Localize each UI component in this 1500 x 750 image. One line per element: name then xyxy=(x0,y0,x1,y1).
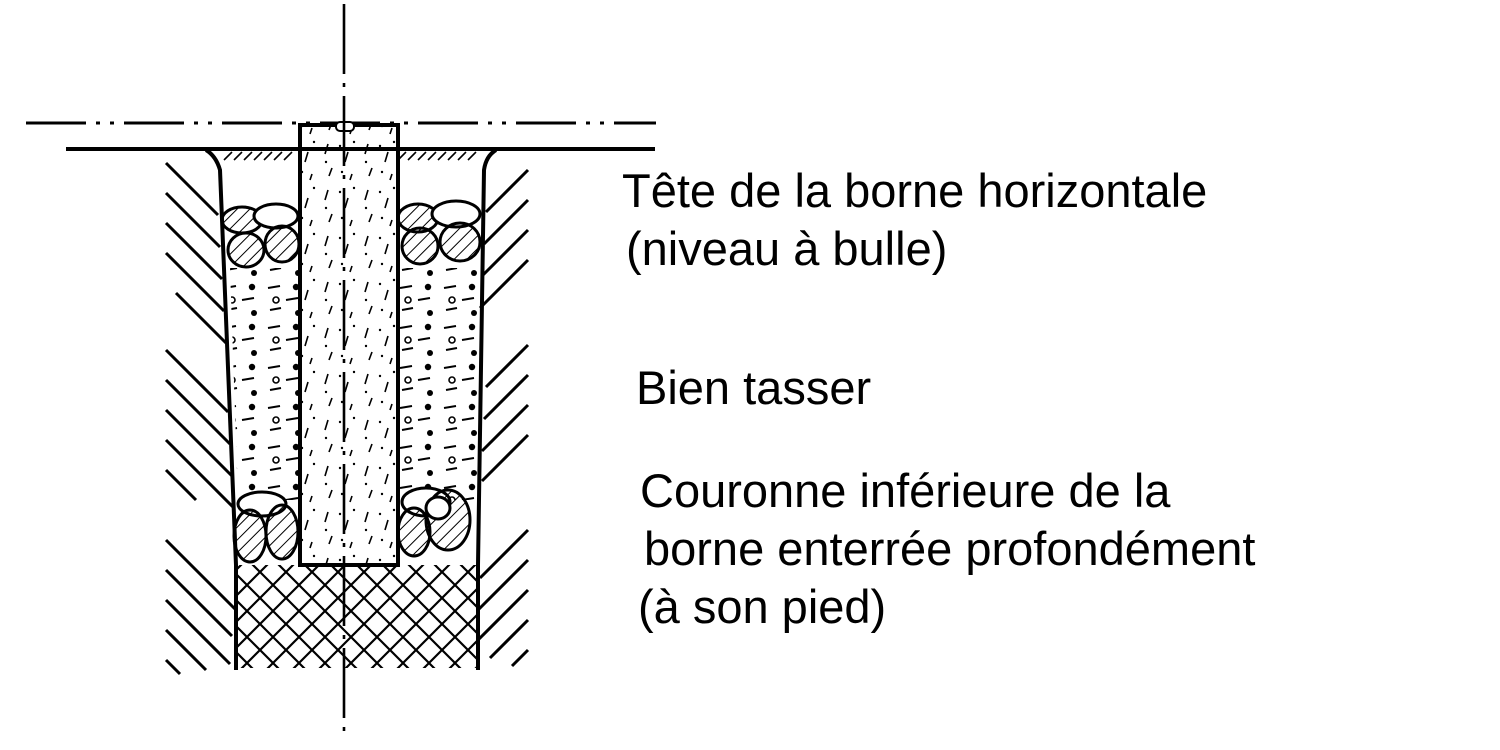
label-lower-collar-line2: borne enterrée profondément xyxy=(644,522,1256,575)
label-bollard-head-line1: Tête de la borne horizontale xyxy=(622,164,1208,217)
pit-wall-right xyxy=(476,148,498,670)
pit-wall-left xyxy=(204,148,238,670)
gravel-base xyxy=(236,565,478,668)
label-lower-collar-line3: (à son pied) xyxy=(638,580,887,633)
bollard-installation-diagram xyxy=(26,4,656,732)
label-bollard-head-line2: (niveau à bulle) xyxy=(626,222,948,275)
compacted-fill-left xyxy=(230,268,300,500)
label-tamp-well-line1: Bien tasser xyxy=(636,361,872,414)
lower-stone-collar xyxy=(232,486,472,564)
ground-hatching-right xyxy=(476,168,530,668)
label-bollard-head: Tête de la borne horizontale (niveau à b… xyxy=(622,162,1207,278)
label-tamp-well: Bien tasser xyxy=(636,359,871,417)
bollard-post xyxy=(300,125,398,565)
compacted-fill-right xyxy=(398,268,480,500)
surface-ticks xyxy=(223,151,477,161)
ground-hatching-left xyxy=(164,161,238,676)
label-lower-collar: Couronne inférieure de la borne enterrée… xyxy=(638,462,1256,636)
label-lower-collar-line1: Couronne inférieure de la xyxy=(640,464,1171,517)
